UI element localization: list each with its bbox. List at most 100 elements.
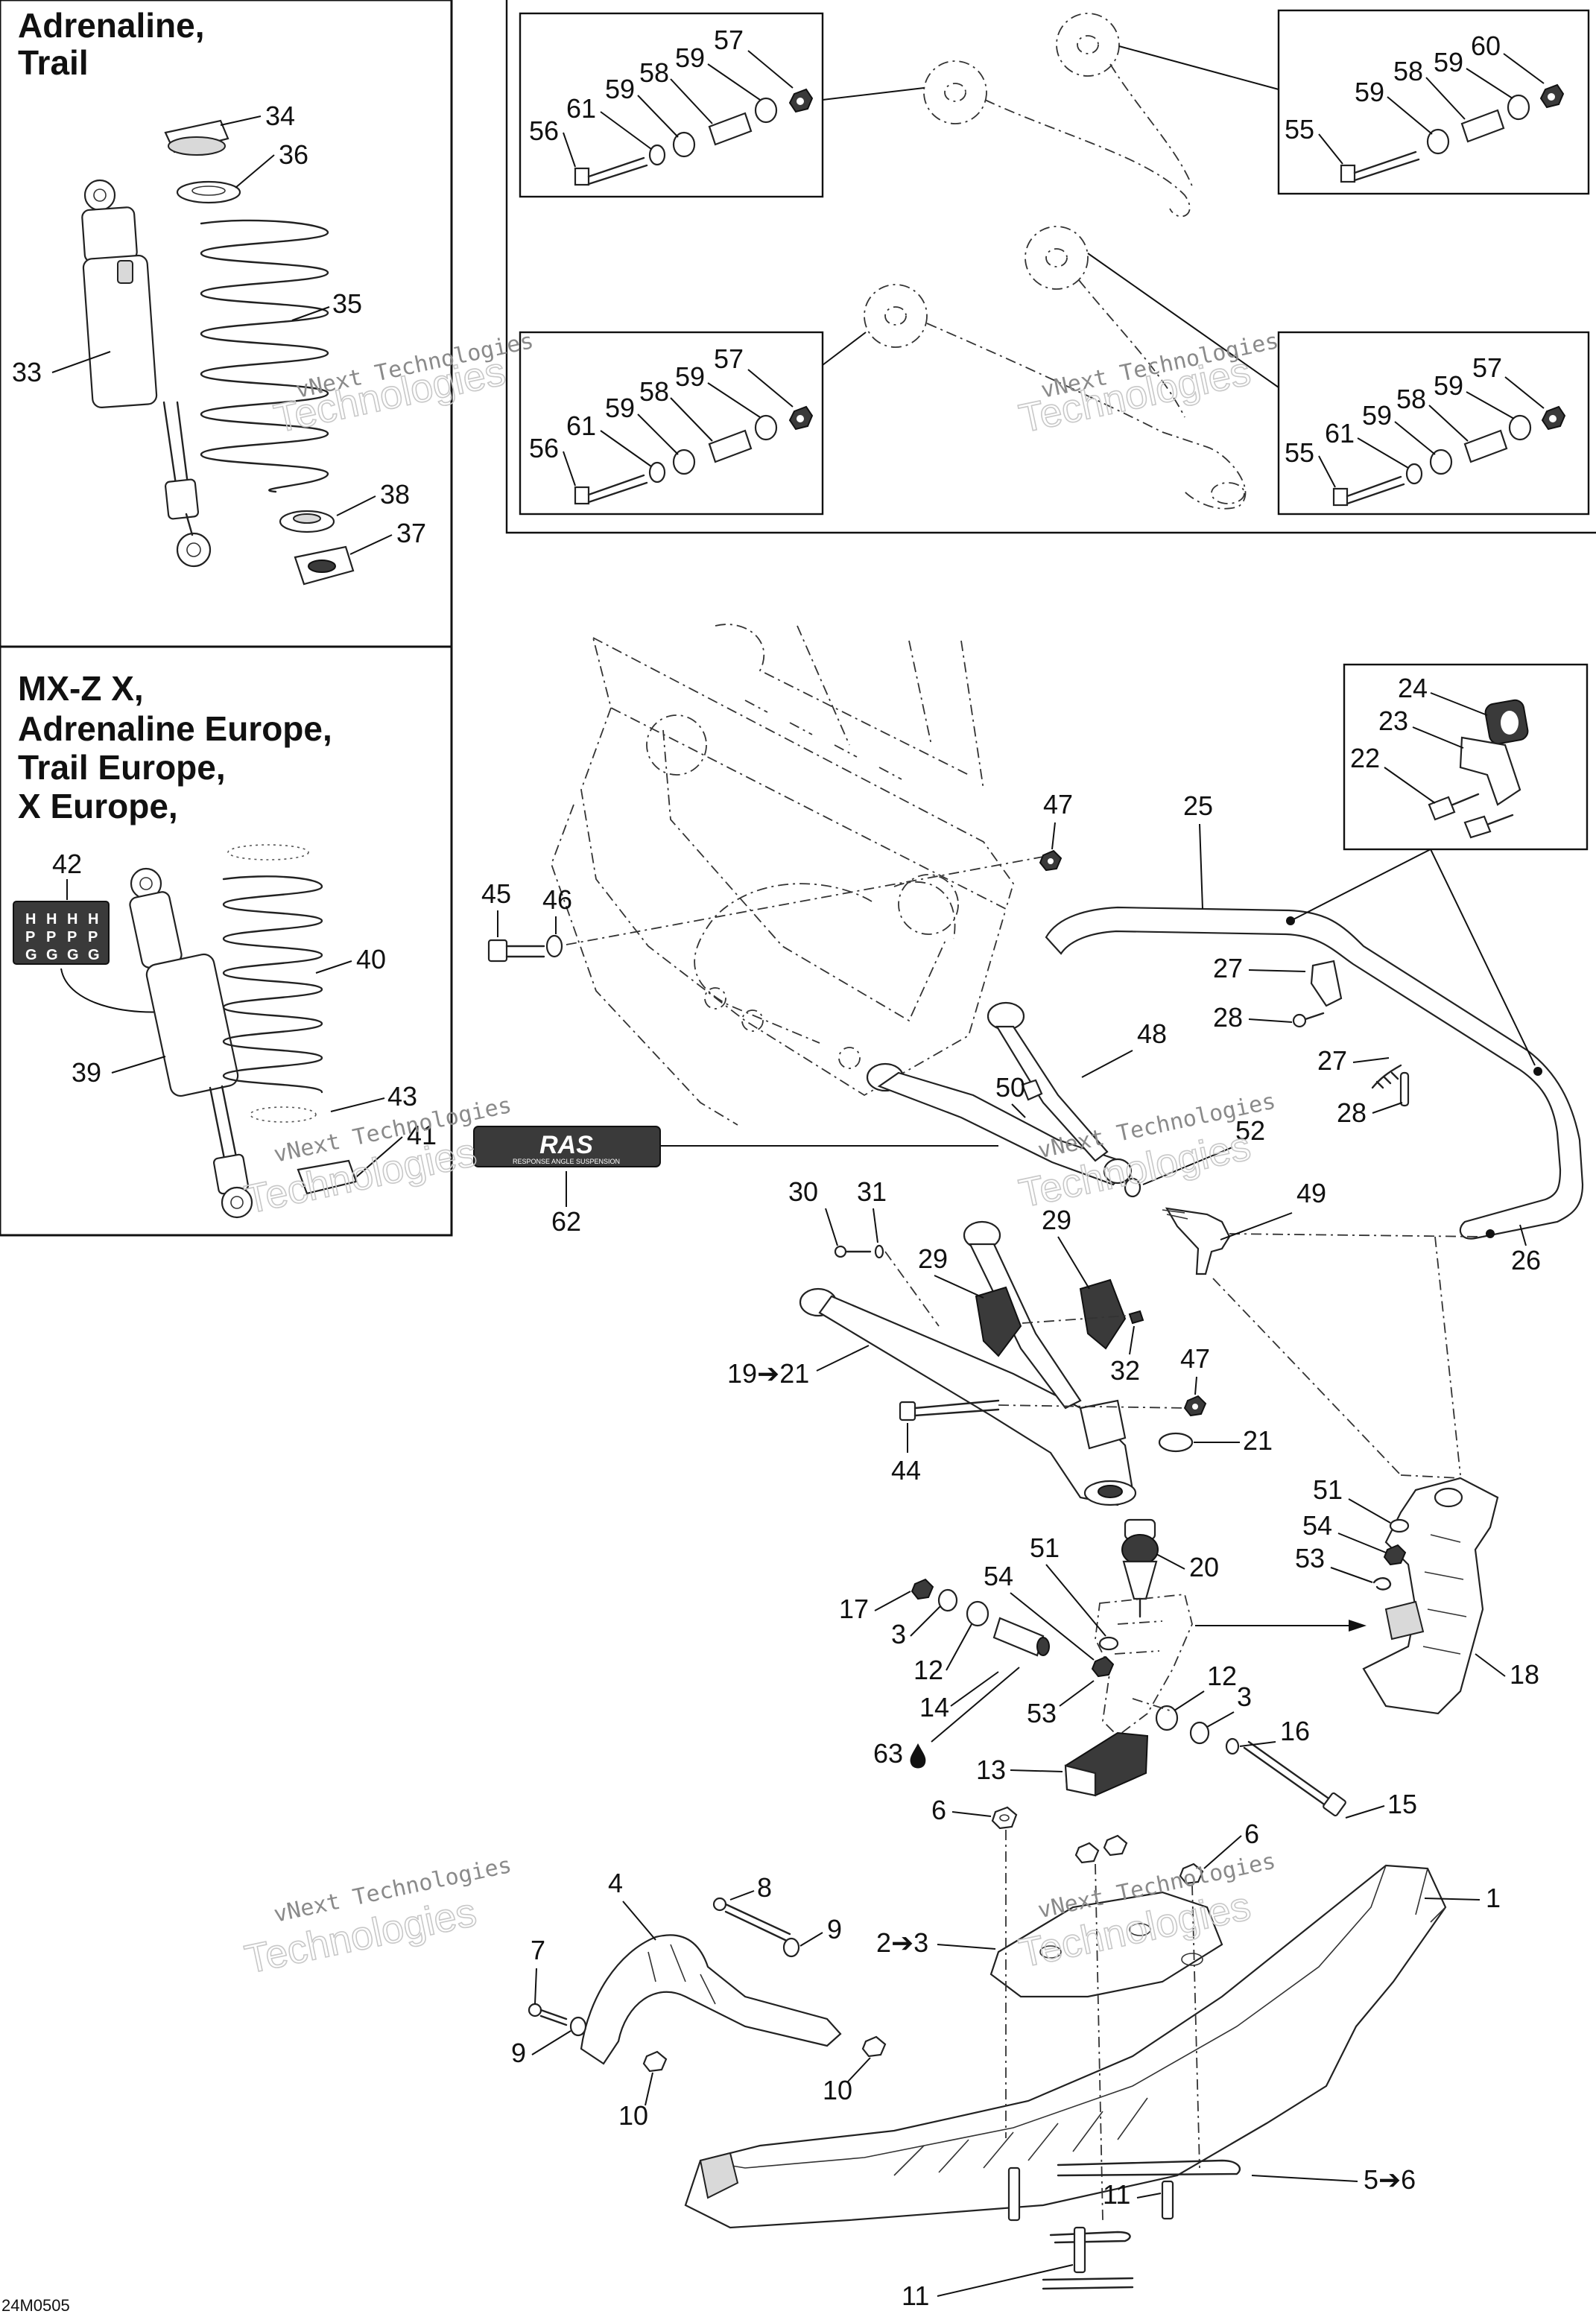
svg-text:H: H: [88, 911, 98, 928]
ball-joint-49: [1162, 1207, 1231, 1275]
callout-17: 17: [839, 1591, 911, 1624]
svg-text:9: 9: [827, 1914, 842, 1944]
heading-variant-b-line3: Trail Europe,: [18, 748, 226, 787]
svg-text:28: 28: [1213, 1002, 1243, 1033]
callout-b4-55: 55: [1285, 437, 1336, 488]
callout-15: 15: [1345, 1789, 1417, 1819]
spindle-sketch: [1095, 1594, 1193, 1737]
ski-handle: [580, 1934, 842, 2065]
heading-variant-a-line1: Adrenaline,: [18, 6, 205, 45]
svg-text:52: 52: [1235, 1115, 1265, 1146]
lower-a-arm-sketch: [822, 226, 1279, 510]
svg-text:10: 10: [823, 2075, 852, 2105]
stopper-13: [1064, 1731, 1149, 1797]
callout-36: 36: [235, 139, 308, 188]
axis-line-bumper-32: [1022, 1315, 1127, 1324]
callout-43: 43: [330, 1081, 417, 1112]
nut-6-a: [991, 1806, 1018, 1830]
svg-text:39: 39: [72, 1057, 101, 1088]
svg-text:P: P: [67, 929, 77, 945]
svg-text:22: 22: [1350, 743, 1380, 773]
svg-text:G: G: [67, 947, 79, 963]
callout-45: 45: [481, 878, 511, 937]
svg-text:13: 13: [976, 1754, 1006, 1785]
chassis-frame-sketch: [551, 624, 1014, 1126]
nut-6-c: [1103, 1834, 1128, 1857]
callout-27a: 27: [1213, 953, 1306, 983]
callout-22: 22: [1350, 743, 1436, 804]
callout-25: 25: [1183, 790, 1213, 910]
sleeve-58-a: [708, 112, 753, 146]
svg-text:25: 25: [1183, 790, 1213, 821]
svg-text:42: 42: [52, 849, 82, 879]
ball-joint-20: [1121, 1518, 1159, 1618]
bracket-23: [1459, 736, 1521, 806]
callout-52: 52: [1142, 1115, 1265, 1185]
callout-b2-59b: 59: [1434, 47, 1513, 99]
washer-61-b: [648, 461, 666, 484]
svg-text:23: 23: [1378, 706, 1408, 736]
nut-54-b: [1091, 1655, 1115, 1678]
svg-text:21: 21: [1243, 1425, 1273, 1456]
svg-text:55: 55: [1285, 437, 1314, 468]
bolt-45: [487, 939, 545, 963]
shock-absorber-b: [129, 867, 253, 1219]
callout-27b: 27: [1317, 1045, 1390, 1076]
svg-text:8: 8: [757, 1872, 772, 1903]
callout-3b: 3: [1206, 1681, 1252, 1728]
runner-front: [1049, 2159, 1241, 2244]
nut-54-a: [1383, 1544, 1407, 1566]
bushing-59-h: [1508, 414, 1532, 441]
svg-text:20: 20: [1189, 1552, 1219, 1582]
callout-b3-59a: 59: [605, 393, 679, 455]
svg-text:3: 3: [1237, 1681, 1252, 1712]
callout-b4-59b: 59: [1434, 370, 1515, 419]
callout-b2-60: 60: [1471, 31, 1545, 84]
svg-text:59: 59: [1434, 370, 1463, 401]
ras-logo-decal: RAS RESPONSE ANGLE SUSPENSION: [473, 1126, 661, 1167]
svg-text:G: G: [25, 947, 37, 963]
svg-text:44: 44: [891, 1455, 921, 1486]
svg-text:27: 27: [1213, 953, 1243, 983]
svg-text:11: 11: [1103, 2179, 1130, 2210]
callout-50: 50: [995, 1072, 1026, 1118]
axis-line-nut6-stud-c: [1191, 1884, 1200, 2169]
svg-text:57: 57: [714, 25, 744, 55]
svg-text:34: 34: [265, 101, 295, 131]
bolt-55-a: [1340, 150, 1420, 183]
svg-text:60: 60: [1471, 31, 1501, 61]
callout-54b: 54: [984, 1561, 1095, 1661]
bushing-59-a: [672, 131, 696, 158]
callout-b3-59b: 59: [675, 361, 761, 418]
nut-57-b: [788, 405, 814, 431]
callout-40: 40: [315, 944, 386, 974]
callout-b4-57: 57: [1472, 352, 1545, 409]
nut-17: [911, 1578, 934, 1600]
svg-text:9: 9: [511, 2038, 526, 2068]
callout-63: 63: [873, 1667, 1020, 1769]
bushing-12-a: [966, 1600, 989, 1627]
svg-text:G: G: [88, 947, 100, 963]
screw-22-a: [1428, 793, 1480, 821]
callout-b4-59a: 59: [1362, 400, 1436, 455]
callout-8: 8: [729, 1872, 772, 1903]
svg-text:RAS: RAS: [539, 1131, 593, 1159]
svg-text:33: 33: [12, 357, 42, 387]
bushing-59-b: [754, 97, 778, 124]
watermark-5: Technologies vNext Technologies: [241, 1852, 514, 1983]
callout-7: 7: [531, 1935, 545, 2005]
clip-53-a: [1372, 1577, 1392, 1591]
bolt-7: [528, 2003, 568, 2026]
panel-shock-adrenaline-trail: [0, 0, 453, 648]
callout-b3-61: 61: [566, 411, 652, 467]
bushing-24: [1484, 699, 1529, 745]
bushing-59-g: [1429, 448, 1453, 475]
callout-b4-58: 58: [1396, 384, 1469, 442]
svg-text:61: 61: [1325, 418, 1355, 448]
heading-variant-a-line2: Trail: [18, 43, 89, 82]
sway-bar-bracket-leader-b: [1430, 849, 1536, 1066]
svg-text:59: 59: [1355, 77, 1384, 107]
svg-text:61: 61: [566, 93, 596, 124]
svg-text:35: 35: [332, 288, 362, 319]
